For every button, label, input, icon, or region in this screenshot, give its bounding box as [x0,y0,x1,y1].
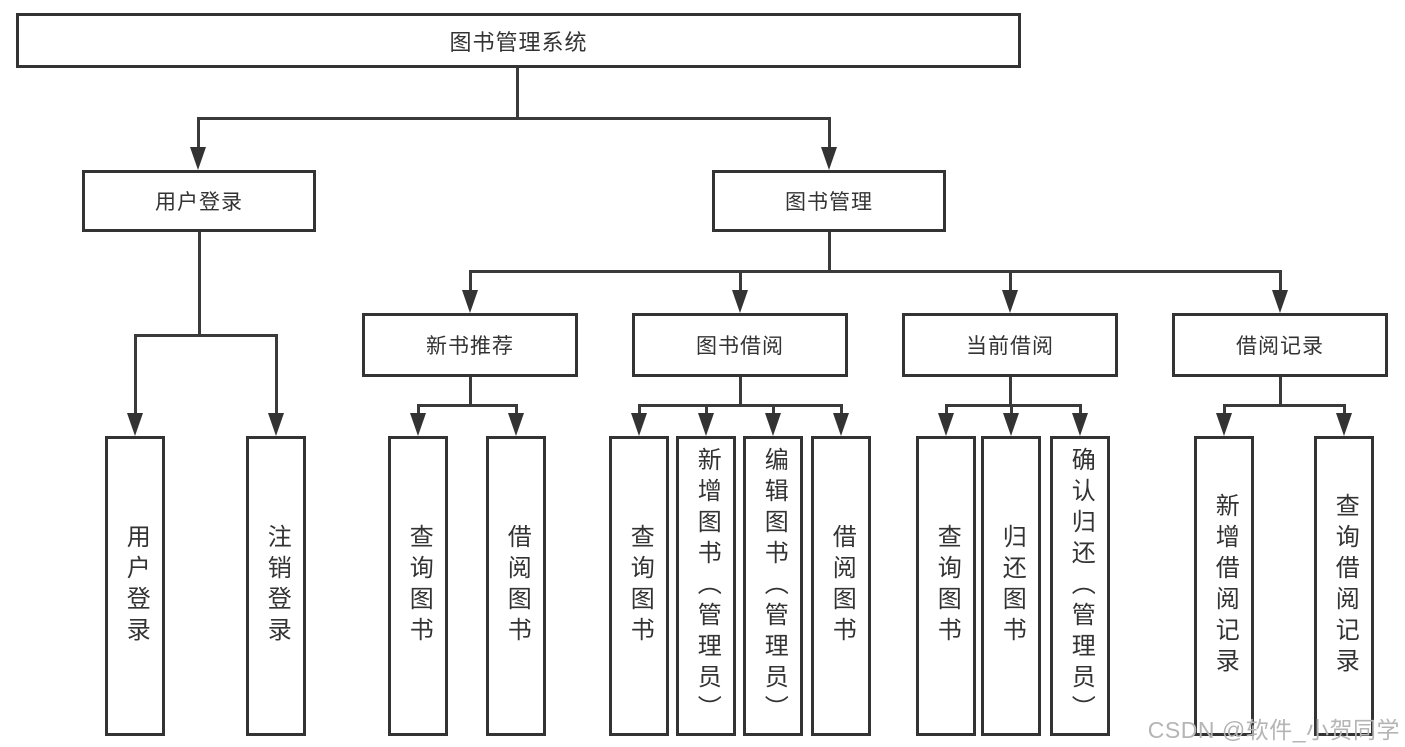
connector-arrowhead [938,413,954,436]
connector-arrowhead [127,413,143,436]
leaf-label: 查询借阅记录 [1331,493,1359,679]
connector-arrowhead [1003,413,1019,436]
leaf-label: 借阅图书 [828,524,856,648]
leaf-label: 编辑图书（管理员） [760,446,788,726]
connector-arrowhead [833,413,849,436]
connector-line-vertical [1079,404,1082,416]
leaf-return-book: 归还图书 [981,436,1041,736]
connector-arrowhead [765,413,781,436]
connector-line-vertical [516,66,519,118]
connector-line-vertical [1279,270,1282,292]
leaf-label: 归还图书 [998,524,1026,648]
leaf-query-books-recommend: 查询图书 [388,436,448,736]
node-root-system: 图书管理系统 [16,13,1021,68]
leaf-label: 新增借阅记录 [1211,493,1239,679]
leaf-query-books-current: 查询图书 [916,436,976,736]
connector-line-vertical [198,230,201,336]
connector-line-horizontal [638,404,842,407]
node-book-borrow: 图书借阅 [632,313,848,377]
connector-arrowhead [268,413,284,436]
connector-line-horizontal [945,404,1081,407]
connector-line-vertical [275,334,278,415]
connector-line-horizontal [417,404,518,407]
node-current-borrow: 当前借阅 [902,313,1118,377]
leaf-label: 新增图书（管理员） [693,446,721,726]
connector-line-vertical [1010,404,1013,416]
node-book-management: 图书管理 [712,170,946,232]
leaf-add-book-admin: 新增图书（管理员） [676,436,736,736]
connector-arrowhead [190,147,206,170]
connector-arrowhead [631,413,647,436]
node-new-book-recommend: 新书推荐 [362,313,578,377]
connector-arrowhead [410,413,426,436]
leaf-label: 查询图书 [405,524,433,648]
leaf-query-borrow-record: 查询借阅记录 [1314,436,1374,736]
connector-arrowhead [1272,290,1288,313]
leaf-label: 用户登录 [122,524,150,648]
connector-arrowhead [821,147,837,170]
connector-arrowhead [1336,413,1352,436]
connector-arrowhead [1072,413,1088,436]
leaf-add-borrow-record: 新增借阅记录 [1194,436,1254,736]
connector-line-vertical [739,375,742,406]
connector-line-horizontal [469,270,1281,273]
leaf-borrow-books-recommend: 借阅图书 [486,436,546,736]
connector-line-vertical [1343,404,1346,416]
connector-line-vertical [828,230,831,272]
connector-line-vertical [1223,404,1226,416]
connector-arrowhead [508,413,524,436]
connector-line-vertical [638,404,641,416]
leaf-logout-login: 注销登录 [246,436,306,736]
connector-arrowhead [698,413,714,436]
connector-arrowhead [1216,413,1232,436]
connector-line-vertical [469,270,472,292]
connector-line-vertical [417,404,420,416]
connector-line-vertical [772,404,775,416]
leaf-label: 查询图书 [626,524,654,648]
connector-arrowhead [732,290,748,313]
leaf-query-books-borrow: 查询图书 [609,436,669,736]
leaf-user-login: 用户登录 [105,436,165,736]
leaf-label: 注销登录 [263,524,291,648]
leaf-edit-book-admin: 编辑图书（管理员） [743,436,803,736]
leaf-label: 查询图书 [933,524,961,648]
connector-arrowhead [462,290,478,313]
connector-line-horizontal [197,117,831,120]
connector-line-vertical [1009,270,1012,292]
csdn-watermark: CSDN @软件_小贺同学 [1147,717,1400,743]
connector-line-vertical [515,404,518,416]
leaf-label: 借阅图书 [503,524,531,648]
leaf-borrow-books: 借阅图书 [811,436,871,736]
node-borrow-records: 借阅记录 [1172,313,1388,377]
leaf-confirm-return-admin: 确认归还（管理员） [1050,436,1110,736]
connector-line-vertical [945,404,948,416]
connector-line-vertical [469,375,472,406]
connector-line-vertical [705,404,708,416]
connector-line-vertical [840,404,843,416]
leaf-label: 确认归还（管理员） [1067,446,1095,726]
connector-line-vertical [134,334,137,415]
connector-arrowhead [1002,290,1018,313]
node-user-login: 用户登录 [82,170,316,232]
connector-line-vertical [739,270,742,292]
connector-line-vertical [1279,375,1282,406]
connector-line-horizontal [1223,404,1346,407]
connector-line-vertical [1009,375,1012,406]
connector-line-vertical [197,117,200,149]
connector-line-vertical [828,117,831,149]
connector-line-horizontal [134,334,277,337]
